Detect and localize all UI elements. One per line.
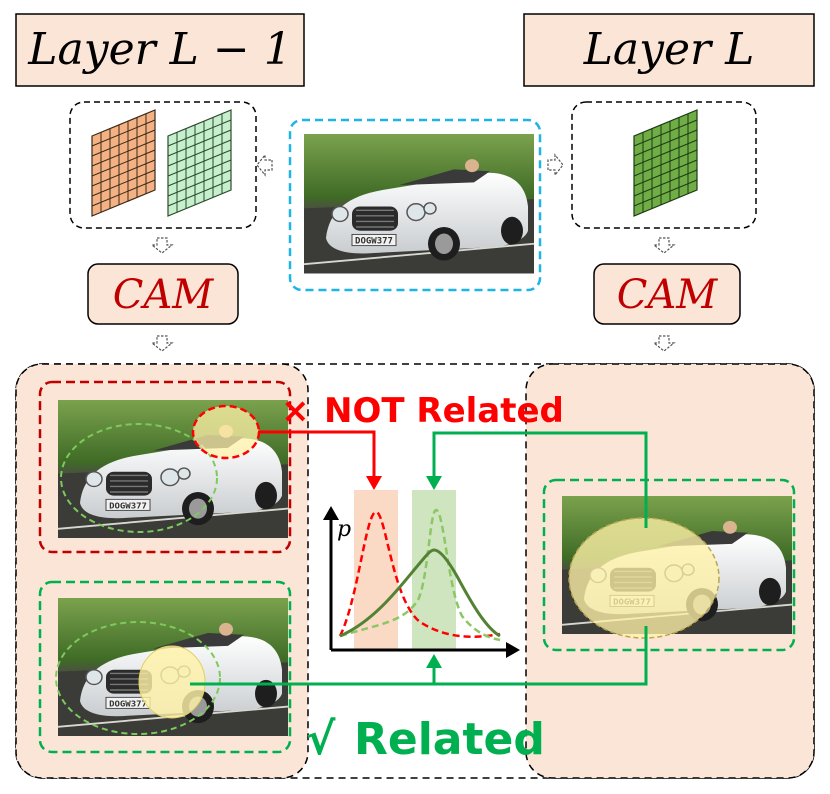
red-connector-line (258, 430, 376, 478)
hollow-arrow-icon (653, 237, 675, 254)
not-related-mark: × (281, 391, 310, 431)
related-mark: √ (306, 714, 336, 765)
cam-label-left: CAM (113, 272, 214, 318)
bottom-outer-frame (15, 363, 815, 779)
hollow-arrow-icon (653, 335, 675, 352)
cam-box-left (87, 263, 239, 325)
layer-l-title: Layer L (583, 24, 755, 75)
green-arrowhead-icon (426, 654, 442, 668)
cam-label-right: CAM (617, 272, 718, 318)
car-region-ellipse (55, 621, 221, 735)
layer-l-box (523, 13, 815, 87)
feature-map-grid-icon (633, 109, 698, 217)
layer-l-minus-1-box (15, 13, 305, 87)
car-front-highlight-blob (138, 645, 206, 719)
green-arrowhead-icon (426, 476, 442, 490)
car-highlight-blob (568, 517, 720, 639)
feature-map-grid-icon (167, 109, 232, 217)
hollow-arrow-icon (256, 154, 273, 176)
input-car-image (303, 133, 535, 275)
layer-l-minus-1-title: Layer L − 1 (27, 24, 291, 75)
right-feature-box (571, 101, 757, 229)
hollow-arrow-icon (547, 154, 564, 176)
background-highlight-blob (191, 404, 261, 460)
cam-box-right (593, 263, 741, 325)
red-arrowhead-icon (366, 476, 382, 490)
y-axis-arrowhead-icon (323, 506, 339, 520)
related-distribution-curve (339, 508, 501, 642)
hollow-arrow-icon (151, 237, 173, 254)
hollow-arrow-icon (151, 335, 173, 352)
car-region-ellipse (60, 423, 218, 533)
related-region-box (38, 580, 292, 754)
related-label: Related (354, 714, 545, 765)
green-connector-line-top (432, 431, 648, 528)
not-related-label: NOT Related (324, 391, 564, 431)
feature-map-grid-icon (91, 109, 156, 217)
green-connector-line-bottom (190, 626, 648, 686)
layer-l-distribution-curve (339, 548, 501, 638)
layer-l-region-box (542, 478, 796, 652)
not-related-region-box (38, 380, 292, 554)
x-axis-arrowhead-icon (506, 642, 520, 658)
not-related-distribution-curve (338, 510, 501, 638)
input-image-frame (288, 118, 542, 292)
y-axis-label: p (337, 517, 351, 542)
